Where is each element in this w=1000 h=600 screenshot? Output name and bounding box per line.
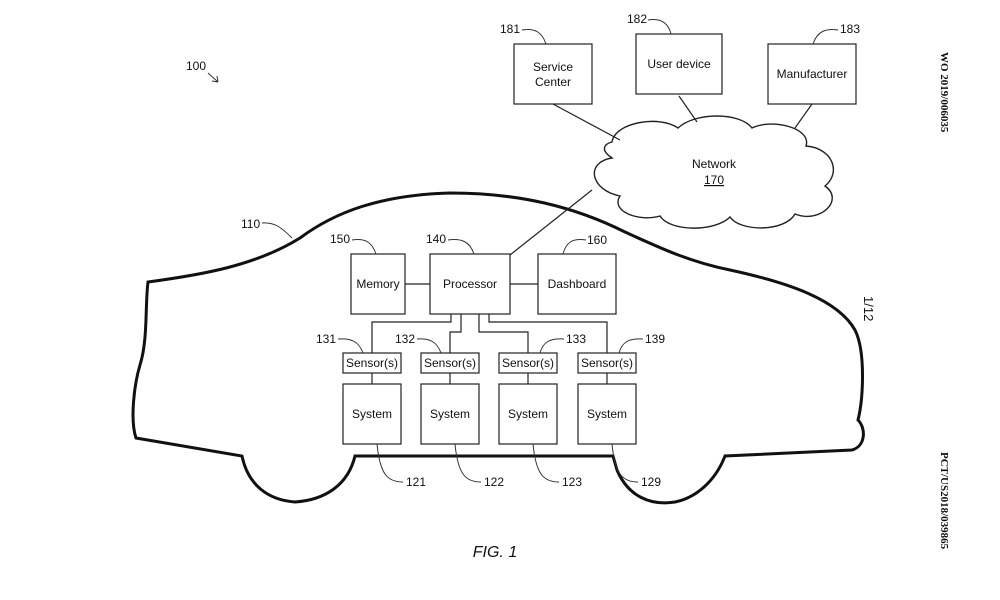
ref-150: 150 [330, 232, 350, 246]
sensor-label-4: Sensor(s) [581, 356, 633, 370]
ref-160-leader [562, 239, 587, 255]
link-userdevice-network [678, 95, 698, 123]
memory-box [350, 253, 406, 315]
network-cloud [593, 115, 835, 229]
bus-sensor-2 [449, 314, 462, 353]
ref-131-leader [337, 338, 364, 354]
ref-139: 139 [645, 332, 665, 346]
service-center-label-2: Center [535, 75, 571, 89]
figure-caption: FIG. 1 [473, 544, 517, 561]
ref-110: 110 [241, 217, 260, 231]
manufacturer-label: Manufacturer [777, 67, 848, 81]
system-label-4: System [587, 407, 627, 421]
ref-123: 123 [562, 475, 582, 489]
ref-100-arrow [207, 72, 219, 83]
ref-139-leader [618, 338, 644, 354]
system-label-1: System [352, 407, 392, 421]
ref-182-leader [647, 19, 672, 35]
service-center-label-1: Service [533, 60, 573, 74]
ref-181-leader [521, 29, 547, 45]
user-device-box [635, 33, 723, 95]
processor-label: Processor [443, 277, 497, 291]
ref-129: 129 [641, 475, 661, 489]
ref-100: 100 [186, 59, 206, 73]
processor-box [429, 253, 511, 315]
bus-sensor-4 [488, 314, 608, 353]
network-label: Network [692, 157, 737, 171]
ref-140: 140 [426, 232, 446, 246]
ref-132-leader [416, 338, 442, 354]
ref-132: 132 [395, 332, 415, 346]
vehicle-outline [131, 191, 865, 505]
header-application-number: PCT/US2018/039865 [938, 452, 950, 550]
ref-122: 122 [484, 475, 504, 489]
ref-182: 182 [627, 12, 647, 26]
system-box-3 [498, 383, 558, 445]
bus-sensor-1 [371, 314, 452, 353]
ref-129-leader [611, 443, 639, 483]
ref-123-leader [532, 443, 560, 483]
link-manufacturer-network [794, 103, 813, 129]
ref-133: 133 [566, 332, 586, 346]
memory-label: Memory [356, 277, 399, 291]
manufacturer-box [767, 43, 857, 105]
dashboard-label: Dashboard [548, 277, 607, 291]
ref-183-leader [812, 29, 839, 45]
bus-sensor-3 [478, 314, 529, 353]
system-box-2 [420, 383, 480, 445]
header-publication-number: WO 2019/006035 [938, 52, 950, 133]
link-service-network [552, 103, 621, 141]
service-center-box [513, 43, 593, 105]
ref-110-leader [261, 222, 293, 239]
sensor-label-1: Sensor(s) [346, 356, 398, 370]
sensor-label-2: Sensor(s) [424, 356, 476, 370]
ref-160: 160 [587, 233, 607, 247]
ref-150-leader [351, 239, 377, 255]
ref-121-leader [376, 443, 404, 483]
ref-140-leader [447, 239, 475, 255]
user-device-label: User device [647, 57, 711, 71]
system-box-4 [577, 383, 637, 445]
sensor-label-3: Sensor(s) [502, 356, 554, 370]
ref-121: 121 [406, 475, 426, 489]
system-label-3: System [508, 407, 548, 421]
ref-131: 131 [316, 332, 336, 346]
ref-133-leader [539, 338, 565, 354]
ref-100-arrowhead [211, 75, 219, 83]
ref-183: 183 [840, 22, 860, 36]
page-indicator: 1/12 [861, 296, 876, 322]
dashboard-box [537, 253, 617, 315]
ref-122-leader [454, 443, 482, 483]
system-box-1 [342, 383, 402, 445]
system-label-2: System [430, 407, 470, 421]
ref-181: 181 [500, 22, 520, 36]
link-processor-network [509, 189, 593, 256]
network-ref: 170 [704, 173, 724, 187]
